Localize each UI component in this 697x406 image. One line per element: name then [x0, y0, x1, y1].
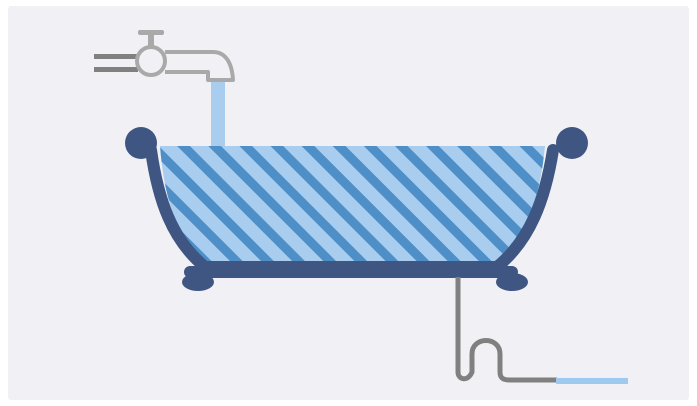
- faucet-supply-pipe-bottom: [94, 67, 138, 72]
- faucet-handle-top: [138, 30, 164, 35]
- tub-water: [150, 140, 560, 275]
- faucet-valve: [137, 47, 165, 75]
- faucet-icon: [94, 30, 233, 80]
- tub-foot-left: [182, 273, 214, 291]
- faucet-spout: [165, 52, 233, 80]
- drain-pipe: [458, 277, 557, 380]
- faucet-handle-stem: [148, 34, 154, 48]
- drain-outflow-water: [556, 378, 628, 384]
- tub-rim-right: [556, 127, 588, 159]
- tub-rim-left: [125, 127, 157, 159]
- tub-foot-right: [496, 273, 528, 291]
- faucet-supply-pipe-top: [94, 54, 138, 59]
- drain-pipe-icon: [458, 277, 628, 384]
- water-stream: [211, 82, 225, 148]
